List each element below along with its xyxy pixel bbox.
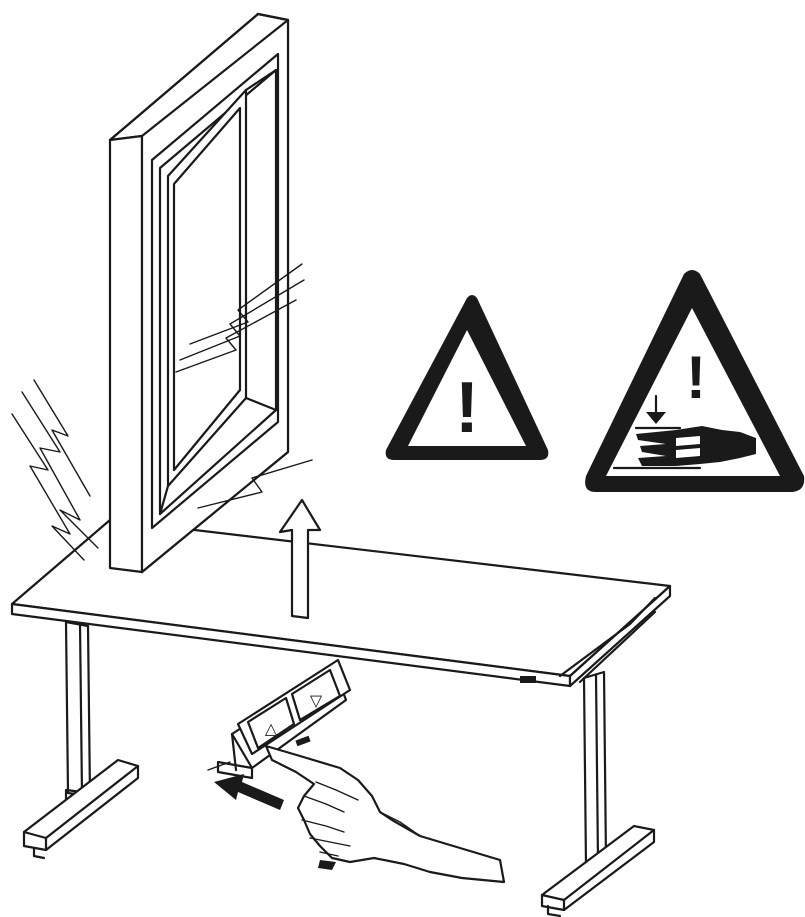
up-button-symbol: △ <box>265 719 278 738</box>
crush-warning-mark: ! <box>686 344 706 411</box>
lightning-collision-icon <box>12 380 98 560</box>
general-warning-mark: ! <box>455 368 479 448</box>
warning-triangle-icon: ! <box>386 295 549 460</box>
left-desk-leg <box>66 622 90 808</box>
control-panel-indicator <box>295 736 310 746</box>
down-button-symbol: ▽ <box>310 691 323 710</box>
right-desk-leg <box>584 672 606 866</box>
hand-pressing-button <box>266 746 504 882</box>
hand-crush-warning-icon: ! <box>585 270 804 492</box>
desk-handset-holder <box>520 676 536 683</box>
